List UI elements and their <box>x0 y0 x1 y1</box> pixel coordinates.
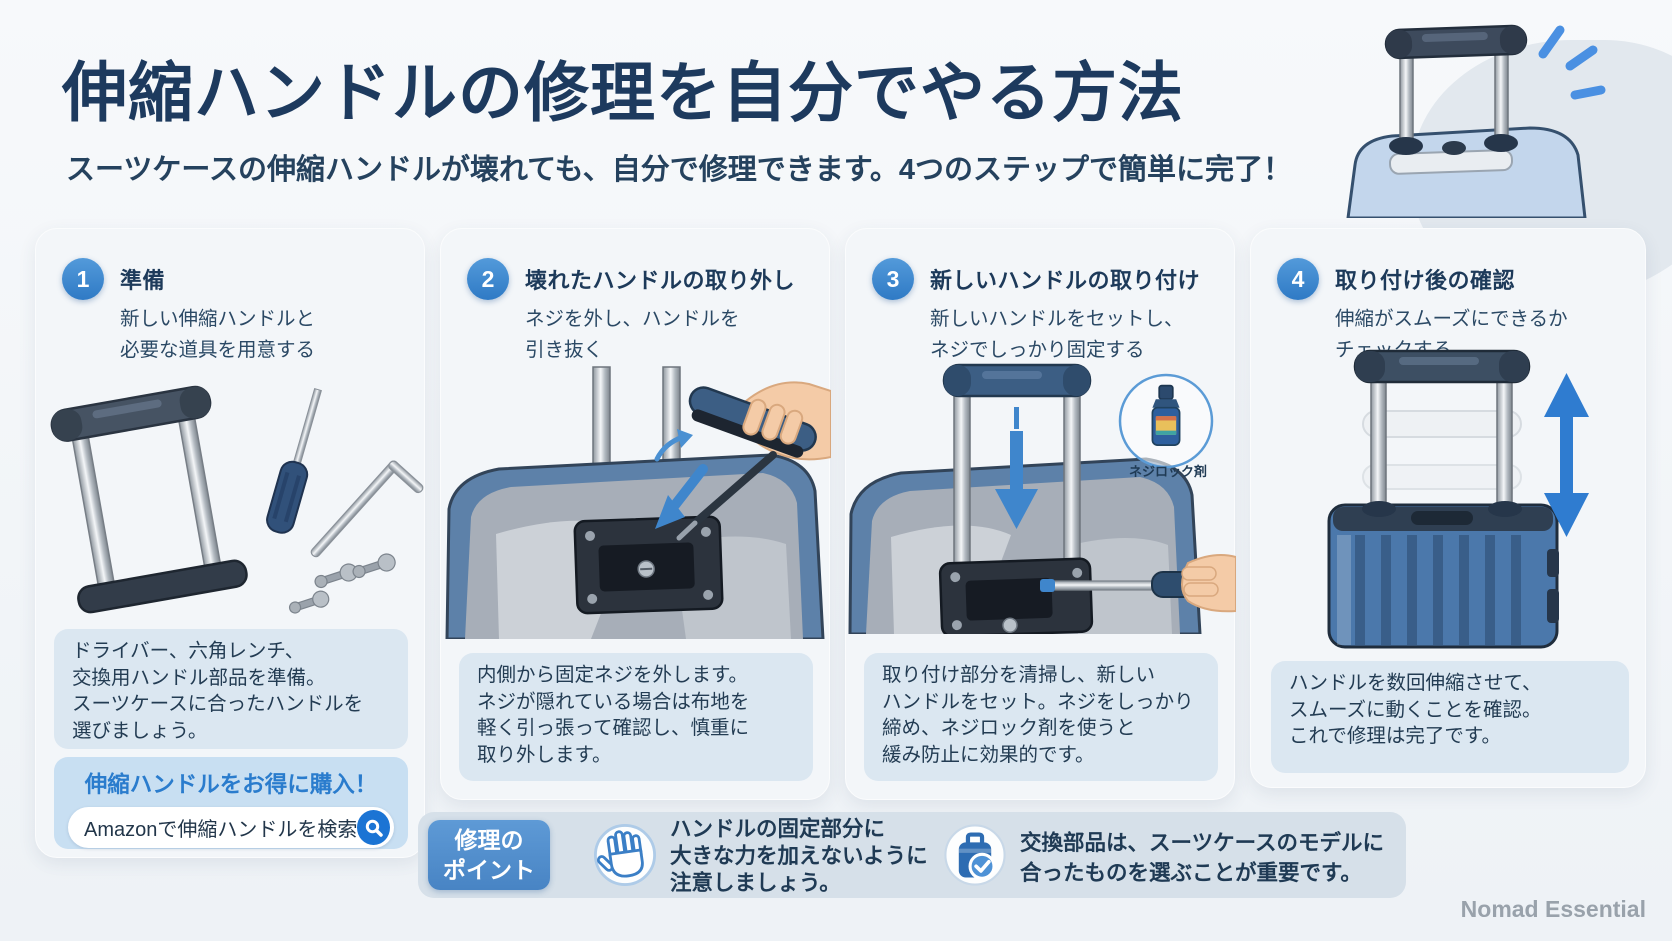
threadlocker-bottle-icon <box>1151 384 1181 446</box>
step-card-1: 1 準備 新しい伸縮ハンドルと 必要な道具を用意する <box>35 228 425 858</box>
screwdriver-icon <box>266 388 322 534</box>
magnifier-icon <box>365 819 383 837</box>
step-1-note: ドライバー、六角レンチ、 交換用ハンドル部品を準備。 スーツケースに合ったハンド… <box>54 629 408 749</box>
handle-check-illustration <box>1327 349 1589 649</box>
step-1-number-badge: 1 <box>62 258 104 300</box>
hex-wrench-icon <box>310 460 424 558</box>
brand-logo-text: Nomad Essential <box>1460 896 1646 922</box>
tip-1-text: ハンドルの固定部分に 大きな力を加えないように 注意しましょう。 <box>670 817 928 895</box>
step-1-description: 新しい伸縮ハンドルと 必要な道具を用意する <box>120 308 316 361</box>
threadlocker-label: ネジロック剤 <box>1128 464 1207 479</box>
arrow-curved-icon <box>654 429 693 462</box>
tip-2-text: 交換部品は、スーツケースのモデルに 合ったものを選ぶことが重要です。 <box>1020 831 1384 885</box>
step-3-header: 3 新しいハンドルの取り付け 新しいハンドルをセットし、 ネジでしっかり固定する <box>846 229 1234 366</box>
amazon-search-bar[interactable]: Amazonで伸縮ハンドルを検索 <box>68 807 394 848</box>
suitcase-check-icon <box>944 824 1006 886</box>
arrow-down-left-icon <box>655 464 708 529</box>
step-1-header: 1 準備 新しい伸縮ハンドルと 必要な道具を用意する <box>36 229 424 366</box>
tips-badge-line2: ポイント <box>443 857 535 883</box>
purchase-box: 伸縮ハンドルをお得に購入！ Amazonで伸縮ハンドルを検索 <box>54 757 408 849</box>
tips-badge: 修理の ポイント <box>428 820 550 890</box>
hand-stop-icon <box>594 824 656 886</box>
arrow-down-icon <box>995 407 1038 529</box>
search-button[interactable] <box>357 810 390 845</box>
repair-tips-bar: 修理の ポイント ハンドルの固定部分に 大きな力を加えないように 注意しましょう… <box>418 812 1406 898</box>
step-card-3: 3 新しいハンドルの取り付け 新しいハンドルをセットし、 ネジでしっかり固定する <box>845 228 1236 800</box>
step-2-header: 2 壊れたハンドルの取り外し ネジを外し、ハンドルを 引き抜く <box>441 229 829 366</box>
sparkle-icon <box>1538 25 1606 100</box>
step-4-number-badge: 4 <box>1277 258 1319 300</box>
step-3-note: 取り付け部分を清掃し、新しい ハンドルをセット。ネジをしっかり 締め、ネジロック… <box>864 653 1218 781</box>
hero-suitcase-illustration <box>1346 24 1606 218</box>
page-subtitle: スーツケースの伸縮ハンドルが壊れても、自分で修理できます。4つのステップで簡単に… <box>66 154 1293 186</box>
step-2-note: 内側から固定ネジを外します。 ネジが隠れている場合は布地を 軽く引っ張って確認し… <box>459 653 813 781</box>
step-card-4: 4 取り付け後の確認 伸縮がスムーズにできるか チェックする <box>1250 228 1646 788</box>
page-title: 伸縮ハンドルの修理を自分でやる方法 <box>62 56 1185 129</box>
handle-install-illustration <box>848 363 1236 634</box>
handle-removal-illustration <box>445 366 831 639</box>
step-2-number-badge: 2 <box>467 258 509 300</box>
tips-badge-line1: 修理の <box>454 827 524 853</box>
step-1-title: 準備 <box>120 268 166 293</box>
threadlocker-callout <box>1118 373 1214 469</box>
screws-icon <box>288 553 396 614</box>
step-4-title: 取り付け後の確認 <box>1335 268 1516 293</box>
step-3-description: 新しいハンドルをセットし、 ネジでしっかり固定する <box>930 308 1184 361</box>
arrow-up-down-icon <box>1544 373 1589 537</box>
purchase-heading: 伸縮ハンドルをお得に購入！ <box>84 772 378 797</box>
hand-with-screwdriver-illustration <box>1040 554 1236 613</box>
step-2-description: ネジを外し、ハンドルを 引き抜く <box>525 308 740 361</box>
step-4-note: ハンドルを数回伸縮させて、 スムーズに動くことを確認。 これで修理は完了です。 <box>1271 661 1629 773</box>
replacement-handle-tools-illustration <box>50 385 424 614</box>
step-3-title: 新しいハンドルの取り付け <box>930 268 1201 293</box>
step-2-title: 壊れたハンドルの取り外し <box>525 268 796 293</box>
search-input[interactable]: Amazonで伸縮ハンドルを検索 <box>84 819 358 841</box>
step-3-number-badge: 3 <box>872 258 914 300</box>
hand-pulling-handle-illustration <box>676 381 831 541</box>
step-card-2: 2 壊れたハンドルの取り外し ネジを外し、ハンドルを 引き抜く <box>440 228 831 800</box>
